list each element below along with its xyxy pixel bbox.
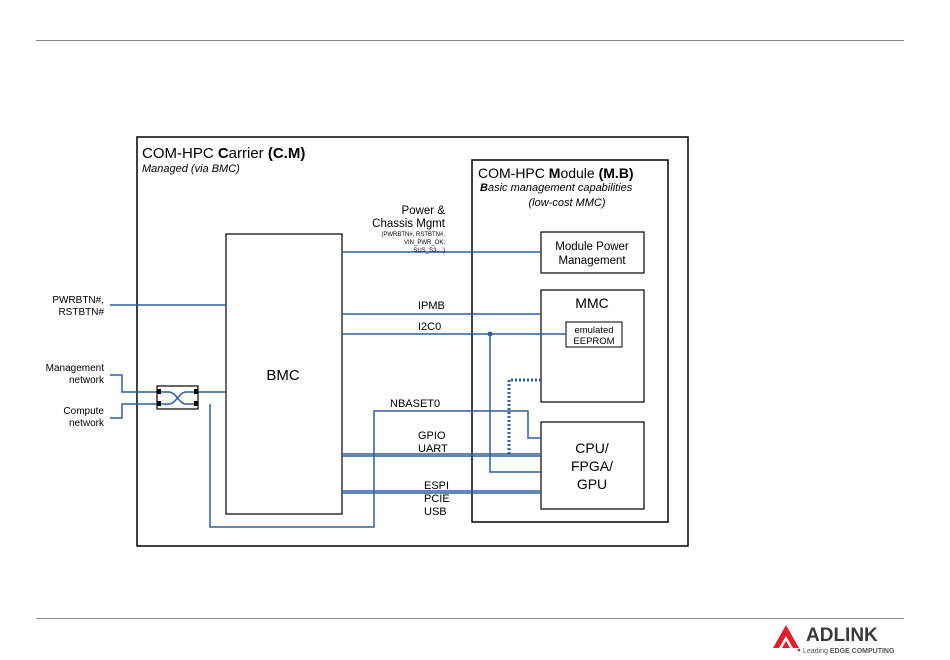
management-network-line [110,374,157,393]
carrier-subtitle: Managed (via BMC) [142,163,240,175]
module-subtitle-line2: (low-cost MMC) [529,197,606,209]
compute-network-line [110,403,157,419]
compute-network-label-line1: Compute [63,406,104,417]
i2c0-branch-line [489,334,541,473]
nbaset0-line [209,404,541,528]
module-subtitle: Basic management capabilities [480,182,633,194]
eeprom-label-line1: emulated [574,325,613,336]
management-network-label-line2: network [69,375,105,386]
power-mgmt-label-line1: Power & [402,205,446,217]
module-power-block [540,231,645,274]
module-title: COM-HPC Module (M.B) [478,165,634,181]
adlink-logo-text: ADLINK [806,625,878,646]
compute-network-label-line2: network [69,418,105,429]
cpu-block [540,421,645,510]
espi-label: ESPI [424,480,449,492]
bmc-block [225,233,343,515]
i2c0-label: I2C0 [418,321,441,333]
management-network-label-line1: Management [46,363,105,374]
power-mgmt-detail-line1: (PWRBTN#, RSTBTN#, [381,232,445,238]
module-power-label-line2: Management [558,255,626,267]
gpio-label: GPIO [418,430,446,442]
pcie-label: PCIE [424,493,450,505]
module-power-label-line1: Module Power [555,241,629,253]
top-divider [36,40,904,41]
i2c0-junction-dot [487,331,493,337]
bmc-label: BMC [266,367,300,384]
eeprom-label-line2: EEPROM [573,336,614,347]
power-mgmt-detail-line3: SUS_S3,...) [413,248,445,254]
eeprom-block [565,321,623,348]
uart-label: UART [418,443,448,455]
bottom-divider [36,618,904,619]
cpu-label-line2: FPGA/ [571,458,613,474]
network-switch-icon [156,385,199,410]
nbaset0-label: NBASET0 [390,398,440,410]
ipmb-label: IPMB [418,300,445,312]
power-mgmt-label-line2: Chassis Mgmt [372,218,446,230]
mmc-cpu-dotted-link [507,378,541,455]
cpu-label-line3: GPU [577,476,607,492]
mmc-label: MMC [575,295,608,311]
adlink-logo: ADLINK Leading EDGE COMPUTING [773,625,895,655]
power-mgmt-detail-line2: VIN_PWR_OK, [404,240,445,246]
pwrbtn-label-line2: RSTBTN# [58,307,104,318]
carrier-title: COM-HPC Carrier (C.M) [142,145,305,162]
cpu-label-line1: CPU/ [575,440,609,456]
usb-label: USB [424,506,447,518]
adlink-logo-mark [773,625,799,648]
pwrbtn-label-line1: PWRBTN#, [52,295,104,306]
adlink-tagline: Leading EDGE COMPUTING [803,648,895,655]
